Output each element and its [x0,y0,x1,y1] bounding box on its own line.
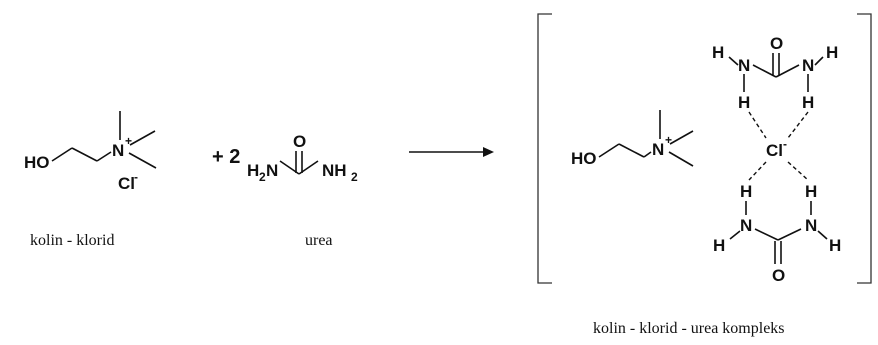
operator-plus-two: + 2 [212,146,240,168]
top-atom-n-left: N [738,56,750,75]
product-chloride-charge: - [783,137,787,151]
urea-structure: O H 2 N NH 2 [247,132,358,184]
atom-o: O [293,132,306,151]
bottom-atom-h-right-outer: H [829,236,841,255]
bottom-atom-h-left-outer: H [713,236,725,255]
product-bond-o-c1 [598,143,620,158]
top-bond-nh-left-outer [728,56,739,66]
atom-h2n-h: H [247,161,259,180]
product-bond-methyl-right [669,130,694,145]
product-bond-methyl-down [668,151,694,167]
bracket-left [537,13,552,284]
caption-urea: urea [305,232,333,249]
reaction-arrow [409,147,494,157]
bond-o-c1 [51,147,73,162]
product-bond-c2-n [643,151,652,158]
atom-ho: HO [24,153,50,172]
bottom-bond-nh-right-outer [817,230,828,240]
bond-n-methyl-down [128,152,157,169]
caption-choline-chloride: kolin - klorid [30,232,114,249]
bond-n-methyl-right [129,130,156,146]
bottom-atom-n-right: N [805,216,817,235]
hbond-top-right [787,111,809,139]
hbond-bottom-left [748,161,767,181]
atom-n: N [112,141,124,160]
atom-nh2-sub: 2 [351,170,358,184]
top-atom-h-right-outer: H [826,43,838,62]
top-bond-c-n-right [775,64,800,78]
hydrogen-bonds [748,111,809,181]
counterion-cl: Cl [118,174,135,193]
product-urea-top: O N N H H H H [712,34,838,112]
product-choline-structure: HO N + [571,110,694,168]
bottom-atom-n-left: N [740,216,752,235]
counterion-charge: - [134,170,138,184]
bond-c1-c2 [71,147,98,162]
hbond-bottom-right [787,161,809,181]
product-chloride: Cl [766,141,783,160]
hbond-top-left [748,111,767,139]
atom-h2n-n: N [266,161,278,180]
choline-chloride-structure: HO N + Cl - [24,111,157,193]
product-urea-bottom: H H N N H H O [713,182,841,285]
bottom-bond-c-n-right [777,228,802,241]
n-charge: + [125,134,132,148]
bottom-atom-o: O [772,266,785,285]
product-bond-c1-c2 [618,143,645,158]
top-atom-n-right: N [802,56,814,75]
bond-c-n-right [298,160,319,175]
top-bond-c-n-left [752,64,777,78]
bottom-bond-nh-left-outer [729,230,741,240]
bottom-atom-h-left-inner: H [740,182,752,201]
product-atom-n: N [652,140,664,159]
top-atom-o: O [770,34,783,53]
product-n-charge: + [665,133,672,147]
top-bond-nh-right-outer [814,56,824,66]
caption-product: kolin - klorid - urea kompleks [593,320,785,337]
top-atom-h-left-inner: H [738,93,750,112]
atom-nh2: NH [322,161,347,180]
top-atom-h-right-inner: H [802,93,814,112]
bottom-atom-h-right-inner: H [805,182,817,201]
bond-c2-n [96,151,112,162]
atom-h2n-sub: 2 [259,170,266,184]
bracket-right [857,13,872,284]
top-atom-h-left-outer: H [712,43,724,62]
bond-c-n-left [279,160,300,175]
product-atom-ho: HO [571,149,597,168]
bottom-bond-c-n-left [754,228,779,241]
